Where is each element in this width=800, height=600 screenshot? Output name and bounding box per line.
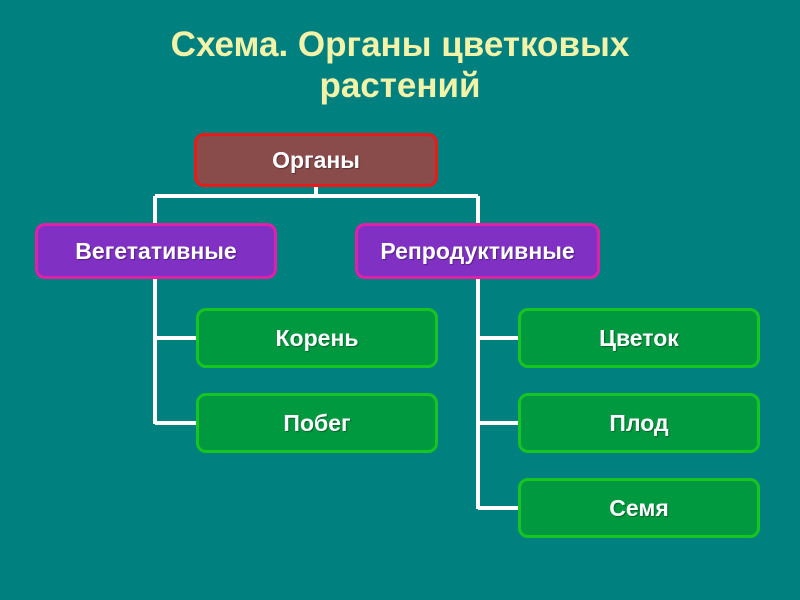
node-reproduktivnye-label: Репродуктивные — [380, 237, 575, 264]
node-plod[interactable]: Плод — [518, 393, 760, 453]
node-pobeg[interactable]: Побег — [196, 393, 438, 453]
node-cvetok[interactable]: Цветок — [518, 308, 760, 368]
node-semya[interactable]: Семя — [518, 478, 760, 538]
node-vegetativnye-label: Вегетативные — [75, 237, 237, 264]
node-reproduktivnye[interactable]: Репродуктивные — [355, 223, 600, 279]
node-organy[interactable]: Органы — [194, 133, 438, 187]
node-koren[interactable]: Корень — [196, 308, 438, 368]
page-title: Схема. Органы цветковых растений — [170, 25, 630, 106]
node-koren-label: Корень — [275, 324, 359, 351]
node-vegetativnye[interactable]: Вегетативные — [35, 223, 277, 279]
node-semya-label: Семя — [609, 494, 669, 521]
node-cvetok-label: Цветок — [599, 324, 679, 351]
node-organy-label: Органы — [272, 146, 360, 173]
node-pobeg-label: Побег — [283, 409, 351, 436]
node-plod-label: Плод — [609, 409, 669, 436]
